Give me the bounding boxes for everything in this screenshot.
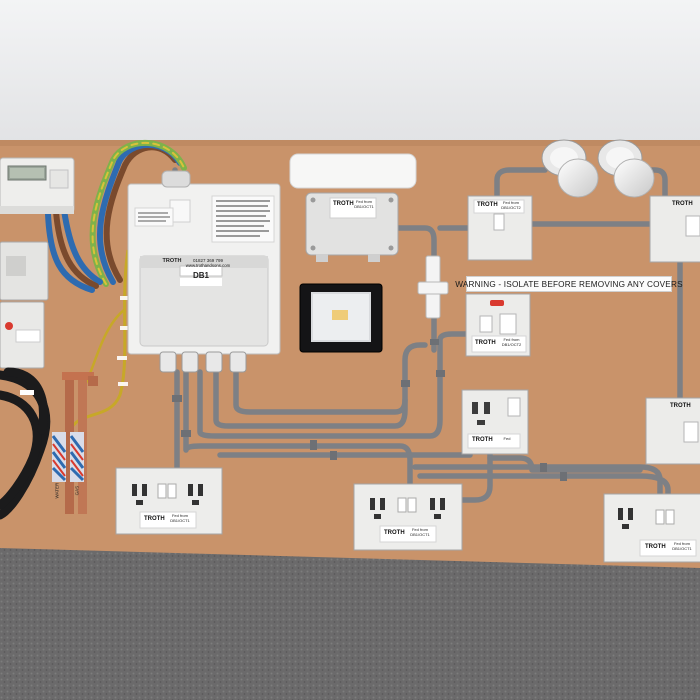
consumer-unit-phone: 01827 369 799 [192, 258, 224, 263]
consumer-unit-brand: TROTH [162, 258, 182, 264]
meter-tails-cables [45, 139, 187, 293]
double-socket-right [603, 493, 700, 563]
fused-spur-switch [465, 293, 531, 357]
right-switch-lower [645, 397, 700, 465]
cable-cover-plate [289, 153, 417, 189]
socket-left-brand: TROTH [144, 516, 165, 522]
consumer-unit-label: DB1 [192, 271, 209, 280]
black-cable-coil [0, 367, 51, 520]
isolator-switch [0, 241, 49, 369]
junction-box-fed-from: Fed from DB1/OCT1 [354, 199, 374, 209]
junction-box [305, 192, 399, 262]
right-switch-lower-brand: TROTH [670, 403, 691, 409]
light-switch-top-brand: TROTH [477, 202, 498, 208]
socket-left-fed-from: Fed from DB1/OCT1 [170, 513, 190, 523]
gas-water-pipes [51, 372, 98, 514]
right-switch-top [649, 195, 700, 263]
batten-lamp-left [541, 139, 599, 198]
conduit-junction [417, 255, 449, 319]
double-socket-left [115, 467, 223, 535]
gas-pipe-tag: GAS [74, 485, 80, 496]
led-floodlight [299, 283, 383, 353]
single-socket-brand: TROTH [472, 437, 493, 443]
socket-middle-brand: TROTH [384, 530, 405, 536]
socket-right-brand: TROTH [645, 544, 666, 550]
warning-label: WARNING - ISOLATE BEFORE REMOVING ANY CO… [455, 276, 683, 292]
single-socket-fed: Fed [503, 436, 511, 441]
junction-box-brand: TROTH [333, 201, 354, 207]
right-switch-top-brand: TROTH [672, 201, 693, 207]
single-socket [461, 389, 529, 455]
consumer-unit [127, 170, 281, 373]
electricity-meter [0, 157, 75, 214]
batten-lamp-right [597, 139, 655, 198]
consumer-unit-website: www.trothandsons.com [185, 263, 231, 268]
conduit-couplers [172, 339, 567, 481]
light-switch-top-fed-from: Fed from DB1/OCT2 [501, 200, 521, 210]
earth-cable [68, 249, 130, 431]
fused-spur-brand: TROTH [475, 340, 496, 346]
double-socket-middle [353, 483, 463, 551]
socket-right-fed-from: Fed from DB1/OCT1 [672, 541, 692, 551]
water-pipe-tag: WATER [54, 482, 60, 499]
wall [0, 0, 700, 142]
fused-spur-fed-from: Fed from DB1/OCT2 [501, 337, 522, 347]
light-switch-top [467, 195, 533, 261]
conduit-runs [172, 167, 683, 503]
socket-middle-fed-from: Fed from DB1/OCT1 [410, 527, 430, 537]
